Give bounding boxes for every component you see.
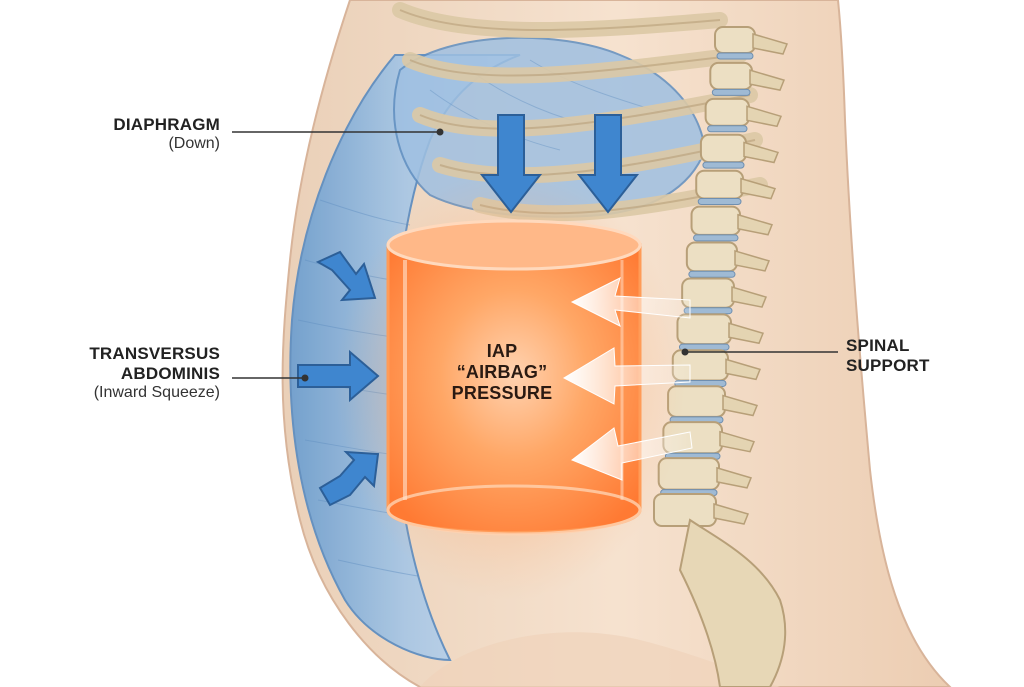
spinous-process	[719, 430, 756, 453]
intervertebral-disc	[688, 270, 736, 278]
spinous-process	[752, 32, 789, 55]
vertebra	[690, 205, 741, 236]
iap-pressure-label: IAP “AIRBAG” PRESSURE	[432, 341, 572, 405]
intervertebral-disc	[707, 125, 748, 133]
intervertebral-disc	[683, 307, 733, 315]
iap-title-line2: “AIRBAG”	[456, 362, 548, 383]
spine-column	[653, 26, 789, 527]
iap-title-line1: IAP	[486, 341, 518, 361]
vertebra	[695, 169, 745, 200]
vertebra	[704, 97, 750, 127]
intervertebral-disc	[716, 52, 754, 60]
vertebra	[699, 133, 748, 164]
transversus-subtitle: (Inward Squeeze)	[93, 384, 220, 402]
diaphragm-title: DIAPHRAGM	[113, 115, 220, 134]
intervertebral-disc	[693, 234, 739, 242]
spinous-process	[737, 213, 774, 236]
vertebra	[676, 313, 733, 346]
iap-title-line3: PRESSURE	[451, 383, 553, 404]
transversus-label: TRANSVERSUS ABDOMINIS (Inward Squeeze)	[20, 344, 220, 403]
diaphragm-label: DIAPHRAGM (Down)	[60, 115, 220, 154]
vertebra	[685, 241, 738, 273]
spinal-title-line2: SUPPORT	[846, 356, 930, 376]
diaphragm-subtitle: (Down)	[168, 135, 220, 153]
diaphragm-marker-dot	[436, 128, 444, 136]
vertebra	[653, 493, 717, 527]
transversus-marker-dot	[301, 374, 309, 382]
transversus-title-line2: ABDOMINIS	[120, 364, 220, 384]
spinous-process	[731, 286, 768, 308]
intervertebral-disc	[711, 88, 751, 96]
transversus-title-line1: TRANSVERSUS	[89, 344, 220, 363]
spinous-process	[713, 502, 750, 525]
leader-lines	[232, 131, 838, 379]
spinous-process	[728, 322, 765, 345]
spinal-support-arrow-icon	[562, 277, 693, 481]
inward-arrow-icon	[297, 250, 380, 507]
intervertebral-disc	[702, 161, 745, 169]
spinous-process	[716, 466, 753, 489]
spinous-process	[743, 141, 780, 164]
down-arrow-icon	[479, 114, 640, 214]
spinous-process	[746, 105, 783, 128]
spinous-process	[722, 394, 759, 417]
vertebra	[714, 26, 756, 54]
vertebra	[709, 61, 753, 91]
spinal-marker-dot	[681, 348, 689, 356]
sacrum	[678, 518, 787, 687]
spinous-process	[734, 249, 771, 272]
spinous-process	[749, 69, 786, 92]
spinous-process	[725, 358, 762, 381]
intervertebral-disc	[697, 198, 742, 206]
spinous-process	[740, 177, 777, 200]
spinal-support-label: SPINAL SUPPORT	[846, 336, 986, 376]
spinal-title-line1: SPINAL	[846, 336, 910, 355]
